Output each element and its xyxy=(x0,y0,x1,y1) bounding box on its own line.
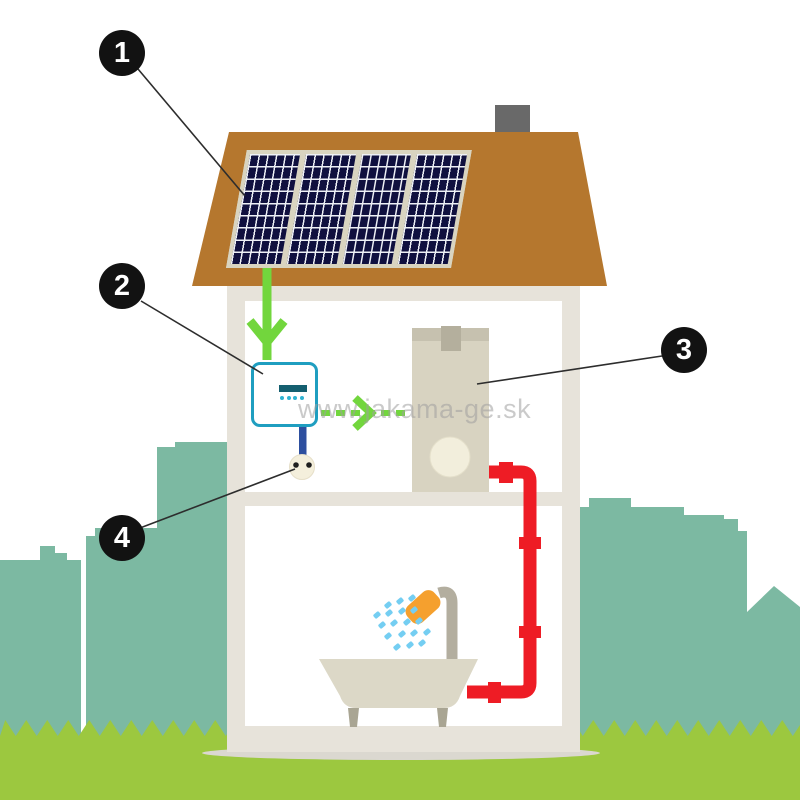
water-droplet xyxy=(403,618,411,626)
callout-line-2 xyxy=(140,300,264,375)
controller-button-dot xyxy=(293,396,297,400)
water-droplet xyxy=(406,641,414,649)
callout-line-3 xyxy=(476,355,663,385)
building-silhouette xyxy=(579,498,800,760)
shower xyxy=(373,586,458,661)
tub-leg xyxy=(348,708,359,727)
pipe-coupling xyxy=(519,537,541,549)
controller-button-dot xyxy=(299,396,304,400)
water-droplet xyxy=(418,639,426,647)
water-droplet xyxy=(410,606,418,614)
heater-door xyxy=(429,436,471,478)
water-droplet xyxy=(410,629,418,637)
water-droplet xyxy=(384,632,392,640)
pipe-coupling xyxy=(499,462,513,483)
water-droplet xyxy=(390,619,398,627)
energy-flow-arrow-down xyxy=(246,267,288,360)
callout-badge-2: 2 xyxy=(99,263,145,309)
tub-leg xyxy=(437,708,448,727)
arrow-head xyxy=(352,395,377,431)
water-heater xyxy=(412,326,489,492)
water-spray xyxy=(373,594,431,651)
city-skyline-left xyxy=(0,442,227,760)
chimney xyxy=(495,105,530,135)
callout-badge-1: 1 xyxy=(99,30,145,76)
pipe-run xyxy=(467,465,537,699)
callout-line-4 xyxy=(139,468,296,529)
power-socket xyxy=(289,454,315,480)
shower-pipe xyxy=(437,586,458,661)
water-droplet xyxy=(393,643,401,651)
water-droplet xyxy=(415,617,423,625)
grass xyxy=(0,720,800,800)
arrow-head xyxy=(246,318,288,350)
pipe-coupling xyxy=(488,682,501,703)
hot-water-pipe xyxy=(467,462,541,703)
shower-head xyxy=(405,590,441,624)
socket-hole xyxy=(306,462,312,468)
city-skyline-right xyxy=(579,498,800,760)
controller-display xyxy=(279,385,307,392)
watermark: www.jakama-ge.sk xyxy=(298,394,532,424)
controller-buttons xyxy=(280,396,304,400)
building-silhouette xyxy=(0,546,81,760)
callout-badge-4: 4 xyxy=(99,515,145,561)
water-droplet xyxy=(385,609,393,617)
water-droplet xyxy=(396,597,404,605)
callout-badge-3: 3 xyxy=(661,327,707,373)
bathtub xyxy=(319,659,478,727)
controller-button-dot xyxy=(286,396,291,400)
water-droplet xyxy=(384,601,392,609)
water-droplet xyxy=(408,594,416,602)
water-droplet xyxy=(423,628,431,636)
power-wire xyxy=(299,425,307,457)
callout-line-1 xyxy=(137,68,246,197)
water-droplet xyxy=(398,607,406,615)
socket-face xyxy=(289,454,315,480)
pipe-coupling xyxy=(519,626,541,638)
water-droplet xyxy=(378,621,386,629)
tub-body xyxy=(319,659,478,708)
heater-cap xyxy=(441,326,461,351)
building-silhouette xyxy=(86,442,227,760)
controller-button-dot xyxy=(280,396,284,400)
water-droplet xyxy=(373,611,381,619)
water-droplet xyxy=(398,630,406,638)
socket-hole xyxy=(293,462,299,468)
energy-flow-arrow-right xyxy=(321,395,411,431)
